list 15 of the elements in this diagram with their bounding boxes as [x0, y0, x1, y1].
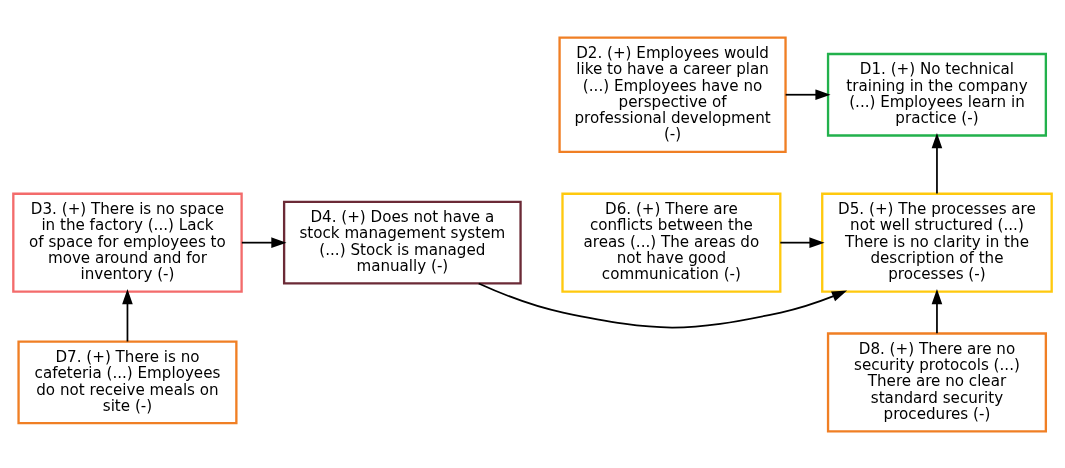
node-box: D1. (+) No technical training in the company (...) Employees learn in practice (-): [826, 52, 1048, 137]
arrow: [779, 236, 825, 248]
node-box: D7. (+) There is no cafeteria (...) Employees do not receive meals on site (-): [17, 340, 238, 424]
node-box: D4. (+) Does not have a stock management system (...) Stock is managed manually (-): [282, 200, 522, 285]
node-box: D5. (+) The processes are not well structured (...) There is no clarity in the description of the processes (-): [821, 192, 1053, 293]
arrow: [240, 236, 287, 248]
node-box: D8. (+) There are no security protocols (...) There are no clear standard security procedures (-): [826, 331, 1048, 432]
node-box: D6. (+) There are conflicts between the areas (...) The areas do not have good communication (-): [561, 192, 782, 293]
arrow: [931, 132, 943, 194]
arrow: [784, 88, 831, 100]
arrow: [477, 282, 848, 328]
node-box: D2. (+) Employees would like to have a career plan (...) Employees have no perspective of professional development (-): [558, 36, 787, 153]
node-box: D3. (+) There is no space in the factory (...) Lack of space for employees to move around and for inventory (-): [12, 192, 243, 293]
arrow: [931, 288, 943, 334]
arrow: [122, 288, 133, 342]
